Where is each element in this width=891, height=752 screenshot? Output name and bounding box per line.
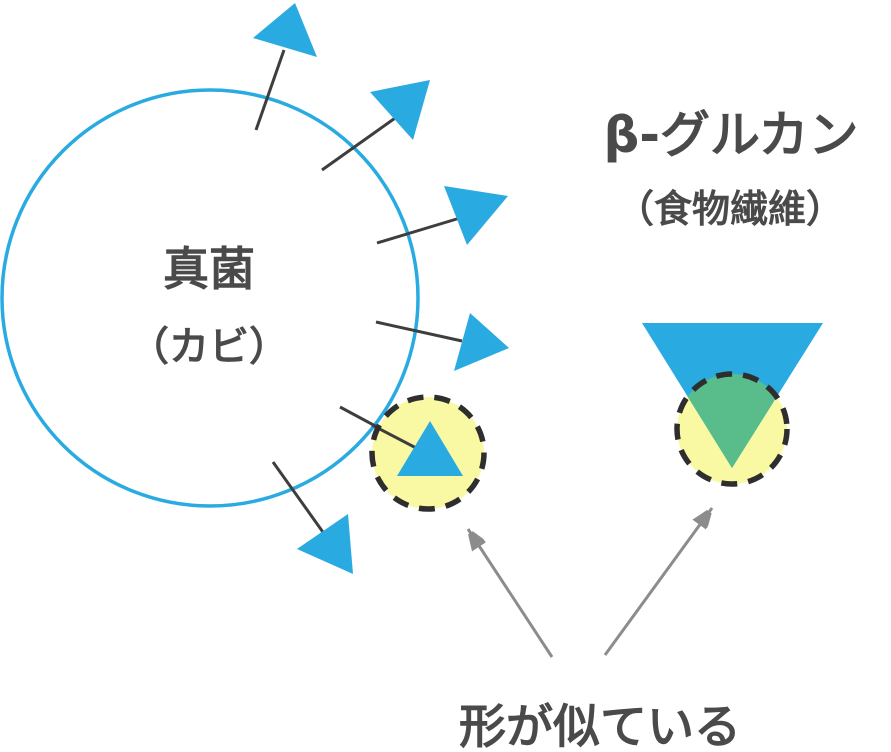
beta-glucan-spike-triangle bbox=[444, 186, 508, 245]
highlight-dashed-ring-right bbox=[674, 371, 790, 487]
caption-arrow-right bbox=[603, 508, 712, 656]
caption-arrow-left bbox=[468, 528, 554, 658]
beta-glucan-spike-triangle bbox=[253, 3, 317, 57]
beta-glucan-spike-triangle bbox=[370, 80, 430, 140]
spike-connector-line bbox=[376, 216, 461, 245]
beta-glucan-fiber-group bbox=[642, 323, 823, 487]
fungus-sublabel: （カビ） bbox=[129, 324, 289, 370]
beta-glucan-title: β-グルカン bbox=[603, 106, 858, 164]
fungus-label: 真菌 bbox=[163, 242, 255, 296]
beta-glucan-spike-triangles bbox=[253, 3, 509, 574]
highlighted-spike-triangle bbox=[397, 421, 463, 476]
beta-glucan-subtitle: （食物繊維） bbox=[616, 187, 844, 231]
caption-arrows bbox=[468, 508, 712, 658]
spike-connector-line bbox=[375, 320, 463, 343]
beta-glucan-spike-triangle bbox=[454, 313, 509, 371]
similarity-caption: 形が似ている bbox=[459, 700, 741, 752]
spike-connector-line bbox=[271, 461, 327, 536]
beta-glucan-spike-triangle bbox=[297, 514, 353, 574]
highlighted-spike-group bbox=[369, 394, 487, 512]
spike-connector-line bbox=[321, 114, 399, 172]
triangle-circle-overlap-green bbox=[677, 374, 787, 468]
spike-connector-line bbox=[254, 49, 286, 131]
fungus-cell-circle bbox=[0, 88, 420, 508]
highlight-dashed-ring-left bbox=[369, 394, 487, 512]
